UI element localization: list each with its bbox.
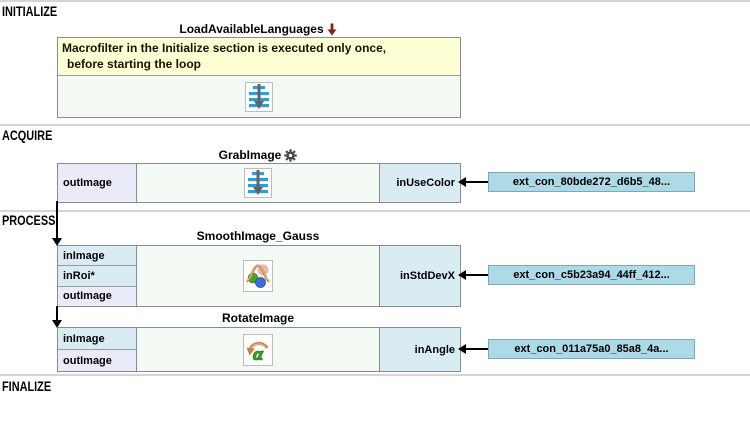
port-out-image[interactable]: outImage bbox=[58, 286, 136, 306]
block-title-grab-image[interactable]: GrabImage bbox=[57, 148, 459, 162]
macrofilter-steps-icon bbox=[244, 168, 272, 198]
block-title-rotate-image[interactable]: RotateImage bbox=[57, 311, 459, 325]
connection-line bbox=[56, 201, 58, 238]
port-label: outImage bbox=[63, 177, 112, 189]
port-in-image[interactable]: inImage bbox=[58, 246, 136, 267]
section-label-finalize: FINALIZE bbox=[2, 378, 52, 394]
rotate-alpha-icon: α bbox=[243, 333, 273, 366]
connection-arrowhead bbox=[458, 177, 466, 187]
left-port-column: inImage inRoi* outImage bbox=[58, 246, 137, 306]
gauss-smooth-icon bbox=[243, 260, 273, 292]
macrofilter-steps-icon bbox=[245, 81, 273, 112]
block-body[interactable] bbox=[58, 76, 460, 117]
port-out-image[interactable]: outImage bbox=[58, 164, 136, 202]
filter-block-rotate-image[interactable]: inImage outImage α inAngle bbox=[57, 327, 461, 372]
left-port-column: outImage bbox=[58, 164, 137, 202]
block-title-label: GrabImage bbox=[218, 148, 282, 162]
external-connector-label: ext_con_011a75a0_85a8_4a... bbox=[514, 343, 669, 355]
rotate-alpha-glyph: α bbox=[246, 341, 269, 363]
external-connector-label: ext_con_c5b23a94_44ff_412... bbox=[513, 269, 670, 281]
port-in-std-dev-x[interactable]: inStdDevX bbox=[379, 246, 460, 306]
port-label: inUseColor bbox=[396, 177, 455, 189]
section-divider bbox=[0, 210, 750, 212]
macrofilter-steps-glyph bbox=[249, 83, 269, 109]
comment-text-line2: before starting the loop bbox=[67, 57, 202, 71]
connection-line bbox=[465, 181, 488, 183]
connection-arrowhead bbox=[52, 238, 62, 246]
block-title-smooth-image-gauss[interactable]: SmoothImage_Gauss bbox=[57, 229, 459, 243]
port-label: inAngle bbox=[414, 343, 455, 356]
port-in-angle[interactable]: inAngle bbox=[379, 328, 460, 371]
block-title-label: RotateImage bbox=[221, 311, 295, 325]
gauss-smooth-glyph bbox=[246, 263, 270, 288]
port-label: inImage bbox=[63, 249, 105, 262]
block-title-load-available-languages[interactable]: LoadAvailableLanguages bbox=[57, 22, 459, 36]
block-title-label: SmoothImage_Gauss bbox=[196, 229, 320, 243]
external-connector-rotate-image[interactable]: ext_con_011a75a0_85a8_4a... bbox=[488, 339, 695, 359]
macrofilter-steps-glyph bbox=[248, 170, 268, 195]
filter-block-grab-image[interactable]: outImage inUseColor bbox=[57, 163, 461, 203]
section-divider bbox=[0, 124, 750, 126]
port-label: inImage bbox=[63, 332, 105, 345]
port-in-image[interactable]: inImage bbox=[58, 328, 136, 350]
block-body[interactable]: α bbox=[137, 328, 379, 371]
comment-box: Macrofilter in the Initialize section is… bbox=[58, 38, 460, 76]
filter-block-smooth-image-gauss[interactable]: inImage inRoi* outImage inStdDevX bbox=[57, 245, 461, 307]
connection-line bbox=[56, 306, 58, 320]
port-label: inRoi* bbox=[63, 269, 95, 282]
block-body[interactable] bbox=[137, 246, 379, 306]
connection-line bbox=[465, 348, 488, 350]
block-title-label: LoadAvailableLanguages bbox=[179, 22, 324, 36]
section-label-process: PROCESS bbox=[2, 212, 56, 228]
external-connector-smooth-image[interactable]: ext_con_c5b23a94_44ff_412... bbox=[488, 265, 695, 285]
port-label: outImage bbox=[63, 290, 112, 303]
external-connector-grab-image[interactable]: ext_con_80bde272_d6b5_48... bbox=[488, 172, 695, 192]
external-connector-label: ext_con_80bde272_d6b5_48... bbox=[512, 176, 671, 188]
gear-icon[interactable] bbox=[284, 148, 298, 162]
port-in-roi[interactable]: inRoi* bbox=[58, 266, 136, 287]
section-label-acquire: ACQUIRE bbox=[2, 127, 53, 143]
enter-macrofilter-arrow-icon[interactable] bbox=[327, 23, 337, 36]
left-port-column: inImage outImage bbox=[58, 328, 137, 371]
section-divider bbox=[0, 0, 750, 2]
comment-text-line1: Macrofilter in the Initialize section is… bbox=[62, 41, 387, 55]
section-label-initialize: INITIALIZE bbox=[2, 3, 58, 19]
port-label: inStdDevX bbox=[399, 270, 455, 282]
port-label: outImage bbox=[63, 354, 112, 367]
section-divider bbox=[0, 374, 750, 376]
connection-arrowhead bbox=[458, 344, 466, 354]
block-body[interactable] bbox=[137, 164, 379, 202]
port-in-use-color[interactable]: inUseColor bbox=[379, 164, 460, 202]
connection-arrowhead bbox=[52, 320, 62, 328]
connection-arrowhead bbox=[458, 270, 466, 280]
port-out-image[interactable]: outImage bbox=[58, 350, 136, 371]
connection-line bbox=[465, 274, 488, 276]
svg-text:α: α bbox=[253, 345, 265, 363]
filter-block-load-available-languages[interactable]: Macrofilter in the Initialize section is… bbox=[57, 37, 461, 118]
